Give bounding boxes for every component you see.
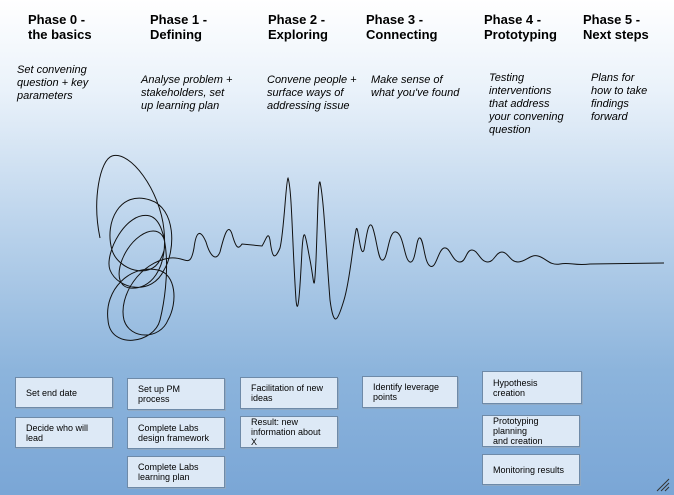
task-box-set-end-date[interactable]: Set end date [15, 377, 113, 408]
phase-4-title: Phase 4 - Prototyping [484, 12, 557, 42]
phase-1-title: Phase 1 - Defining [150, 12, 208, 42]
task-box-result-new-information[interactable]: Result: new information about X [240, 416, 338, 448]
task-box-identify-leverage-points[interactable]: Identify leverage points [362, 376, 458, 408]
phase-4-description: Testing interventions that address your … [489, 72, 564, 136]
resize-grip-icon[interactable] [656, 478, 670, 492]
task-box-decide-who-will-lead[interactable]: Decide who will lead [15, 417, 113, 448]
task-box-monitoring-results[interactable]: Monitoring results [482, 454, 580, 485]
task-box-facilitation-new-ideas[interactable]: Facilitation of new ideas [240, 377, 338, 409]
task-box-labs-design-framework[interactable]: Complete Labs design framework [127, 417, 225, 449]
phase-0-title: Phase 0 - the basics [28, 12, 92, 42]
phase-3-description: Make sense of what you've found [371, 74, 460, 99]
task-box-labs-learning-plan[interactable]: Complete Labs learning plan [127, 456, 225, 488]
phase-1-description: Analyse problem + stakeholders, set up l… [141, 74, 233, 112]
phase-3-title: Phase 3 - Connecting [366, 12, 438, 42]
task-box-set-up-pm-process[interactable]: Set up PM process [127, 378, 225, 410]
task-box-hypothesis-creation[interactable]: Hypothesis creation [482, 371, 582, 404]
phase-5-title: Phase 5 - Next steps [583, 12, 649, 42]
phase-0-description: Set convening question + key parameters [17, 64, 89, 102]
phase-2-title: Phase 2 - Exploring [268, 12, 328, 42]
phase-2-description: Convene people + surface ways of address… [267, 74, 357, 112]
task-box-prototyping-planning[interactable]: Prototyping planning and creation [482, 415, 580, 447]
phase-5-description: Plans for how to take findings forward [591, 72, 648, 123]
